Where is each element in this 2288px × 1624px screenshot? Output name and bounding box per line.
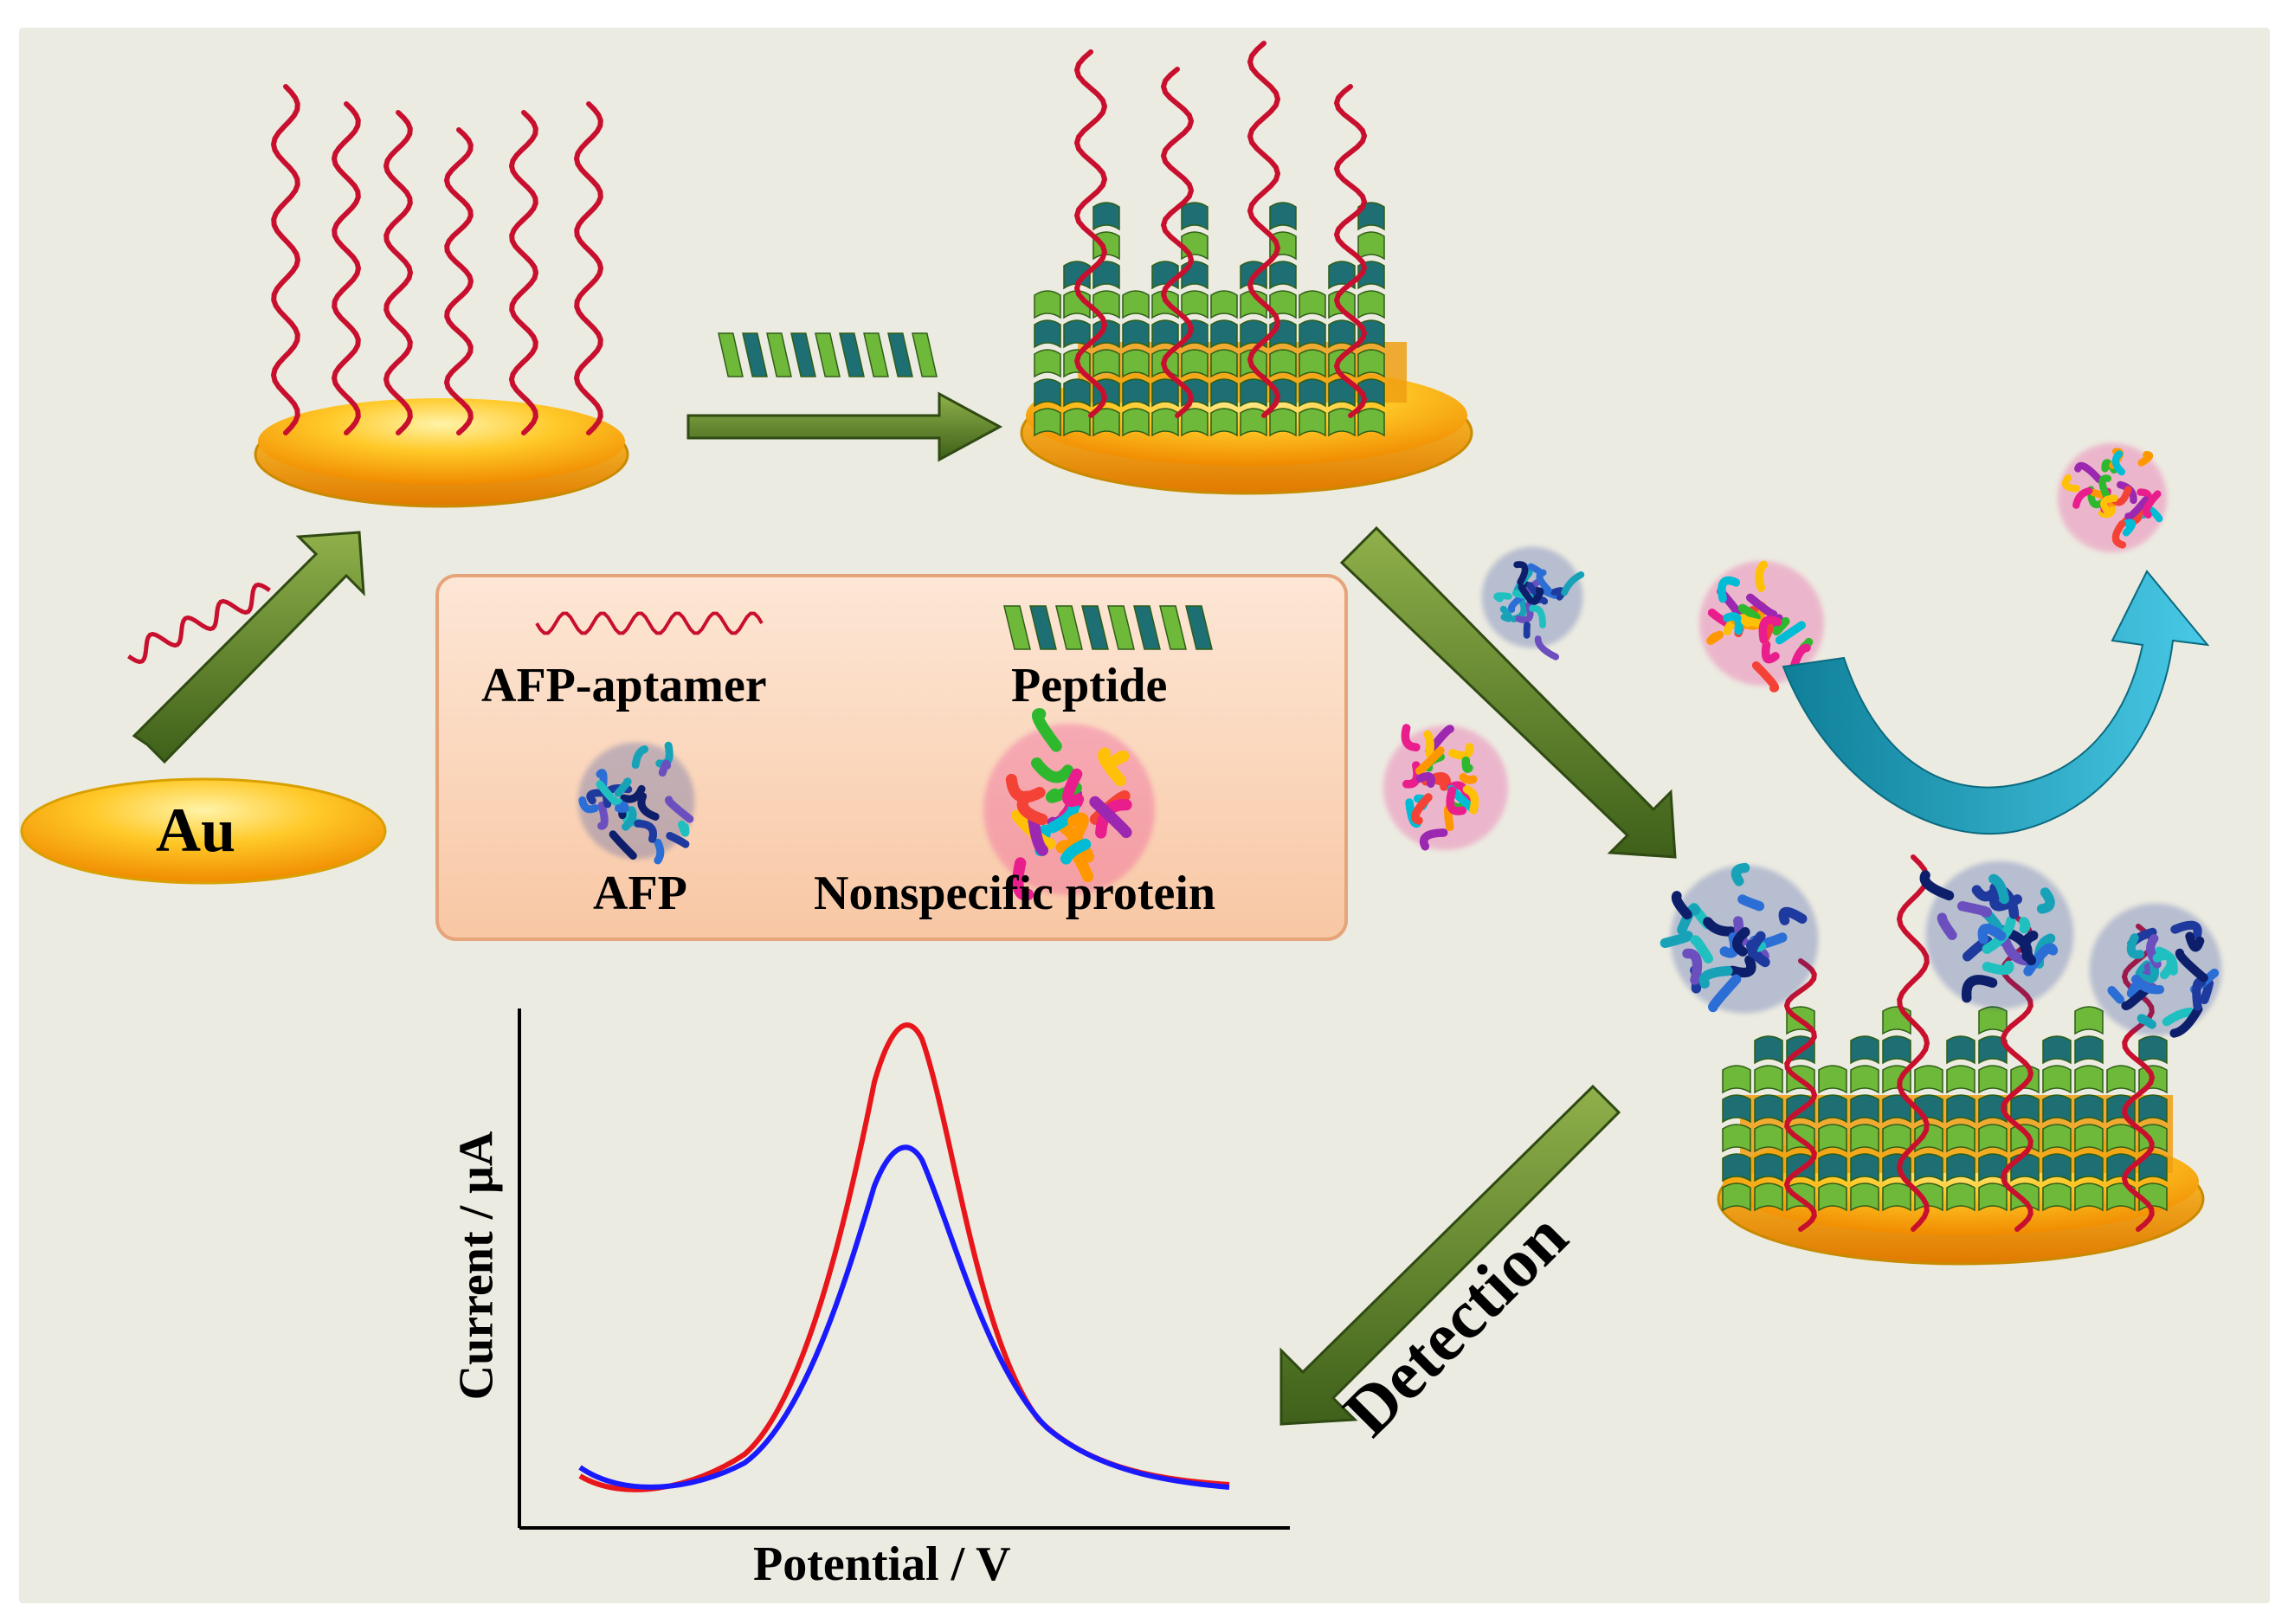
peptide-column — [1181, 202, 1208, 437]
peptide-column — [1269, 202, 1297, 437]
arrow-step-1 — [132, 531, 365, 764]
legend-nonspecific-protein-icon — [983, 708, 1155, 901]
peptide-column — [1818, 1065, 1847, 1212]
afp-bound-electrode — [1660, 854, 2222, 1266]
voltammogram-ylabel: Current / μA — [449, 1131, 504, 1401]
aptamer-strand — [1896, 854, 1930, 1232]
aptamer-strand-free — [127, 582, 271, 665]
peptide-column — [1299, 290, 1326, 437]
peptide-column — [1946, 1035, 1975, 1212]
aptamer-strand — [1247, 41, 1281, 418]
aptamer-strand — [1160, 67, 1195, 418]
aptamer-strands — [270, 84, 604, 435]
peptide-column — [1978, 1006, 2008, 1212]
aptamer-peptide-electrode — [1020, 41, 1473, 495]
arrow-step-3 — [1339, 525, 1677, 859]
detection-arrow — [1279, 1084, 1621, 1426]
peptide-column — [1754, 1035, 1783, 1212]
arrow-step-2 — [686, 391, 1003, 462]
peptide-column — [1328, 261, 1356, 437]
aptamer-strand — [508, 110, 539, 435]
peptide-column — [2074, 1006, 2104, 1212]
aptamer-strand — [443, 127, 474, 435]
blue-peak-curve — [578, 1144, 1230, 1490]
peptide-icon — [718, 332, 938, 377]
legend-aptamer-label: AFP-aptamer — [481, 659, 767, 712]
sample-proteins — [1383, 443, 2167, 851]
legend-peptide-label: Peptide — [1011, 659, 1168, 712]
aptamer-strand — [1333, 84, 1368, 418]
bound-afp-proteins — [1660, 860, 2222, 1038]
aptamer-strand — [383, 110, 414, 435]
voltammogram-xlabel: Potential / V — [753, 1537, 1011, 1591]
peptide-column — [1357, 202, 1385, 437]
legend-afp-icon — [577, 741, 695, 865]
aptamer-strand — [1073, 49, 1108, 418]
aptamer-strand — [573, 101, 604, 435]
aptamer-strand — [331, 101, 362, 435]
legend-nonspecific-label: Nonspecific protein — [814, 867, 1216, 920]
peptide-column — [1151, 261, 1179, 437]
aptamer-strand — [1783, 958, 1818, 1232]
peptide-column — [1850, 1035, 1879, 1212]
aptamer-strand — [535, 611, 764, 635]
aptamer-strands — [1073, 41, 1368, 418]
peptide-column — [1240, 261, 1267, 437]
peptide-column — [2042, 1035, 2072, 1212]
peptide-column — [1722, 1065, 1751, 1212]
legend-box — [435, 574, 1348, 941]
legend-afp-label: AFP — [593, 867, 687, 920]
aptamer-strands — [1783, 854, 2156, 1232]
peptide-column — [1034, 290, 1061, 437]
peptide-column — [1122, 290, 1150, 437]
peptide-column — [1210, 290, 1238, 437]
peptide-column — [1882, 1006, 1911, 1212]
peptide-column — [1914, 1065, 1943, 1212]
gold-electrode-label: Au — [156, 796, 236, 865]
aptamer-strand — [127, 582, 271, 665]
voltammogram-plot — [518, 1009, 1290, 1530]
legend-aptamer-icon — [535, 611, 764, 635]
peptide-layer — [1034, 202, 1385, 437]
wash-away-arrow — [1782, 570, 2210, 835]
bare-gold-electrode — [20, 777, 387, 885]
aptamer-modified-electrode — [254, 84, 629, 508]
aptamer-strand — [270, 84, 301, 435]
legend-peptide-icon — [1003, 605, 1213, 650]
